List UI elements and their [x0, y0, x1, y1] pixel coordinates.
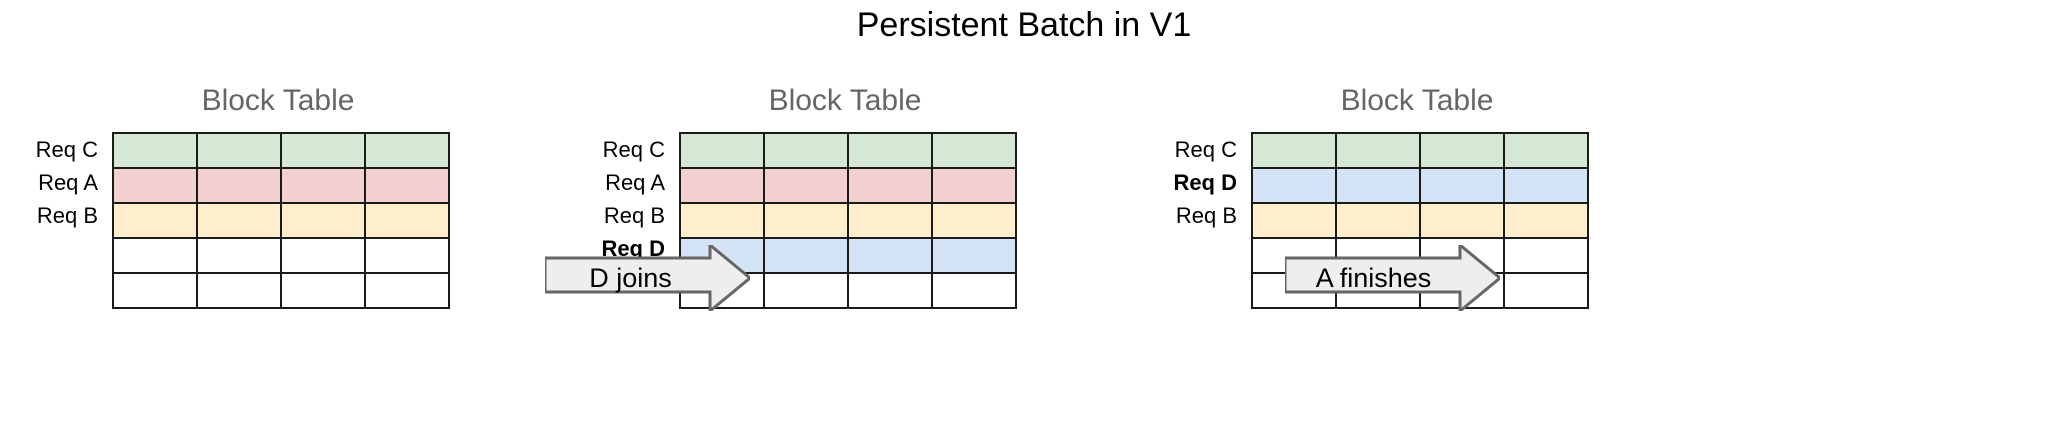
block-cell — [1251, 132, 1337, 169]
page-title: Persistent Batch in V1 — [856, 6, 1192, 44]
block-cell — [1335, 202, 1421, 239]
block-cell — [847, 202, 933, 239]
block-table-title: Block Table — [768, 84, 922, 117]
arrow-shape-icon — [545, 245, 750, 311]
block-cell — [679, 167, 765, 204]
block-cell — [196, 167, 282, 204]
row-label-req-c: Req C — [1174, 137, 1237, 162]
row-label-column: Req C Req A Req B — [16, 132, 112, 298]
block-cell — [1503, 272, 1589, 309]
row-label-req-c: Req C — [602, 137, 665, 162]
block-cell — [679, 132, 765, 169]
block-cell — [1419, 167, 1505, 204]
block-cell — [1503, 237, 1589, 274]
table-row — [1251, 132, 1589, 169]
row-label-req-a: Req A — [605, 170, 665, 195]
table-row — [679, 237, 1017, 274]
block-cell — [1335, 167, 1421, 204]
block-cell — [112, 167, 198, 204]
block-table-title: Block Table — [201, 84, 355, 117]
block-cell — [196, 272, 282, 309]
block-cell — [1419, 132, 1505, 169]
block-table-title: Block Table — [1340, 84, 1494, 117]
row-label-column: Req C Req D Req B — [1155, 132, 1251, 298]
block-cell — [280, 237, 366, 274]
table-row — [679, 272, 1017, 309]
table-row — [112, 202, 450, 239]
transition-arrow-2: A finishes — [1285, 245, 1500, 311]
table-row — [679, 132, 1017, 169]
block-cell — [280, 167, 366, 204]
table-row — [679, 202, 1017, 239]
block-cell — [763, 132, 849, 169]
block-cell — [931, 167, 1017, 204]
block-cell — [931, 132, 1017, 169]
block-cell — [847, 237, 933, 274]
row-label-req-b: Req B — [603, 203, 665, 228]
block-cell — [112, 202, 198, 239]
block-cell — [196, 237, 282, 274]
block-cell — [364, 167, 450, 204]
block-cell — [679, 202, 765, 239]
block-cell — [112, 272, 198, 309]
block-cell — [847, 132, 933, 169]
block-cell — [931, 272, 1017, 309]
block-table-grid — [679, 132, 1017, 309]
block-cell — [364, 237, 450, 274]
block-table-grid — [112, 132, 450, 309]
row-label-req-b: Req B — [36, 203, 98, 228]
block-cell — [1503, 132, 1589, 169]
block-cell — [364, 202, 450, 239]
block-cell — [112, 132, 198, 169]
table-row — [679, 167, 1017, 204]
row-label-empty — [16, 265, 112, 298]
block-cell — [112, 237, 198, 274]
table-row — [112, 237, 450, 274]
block-cell — [763, 167, 849, 204]
block-cell — [931, 237, 1017, 274]
block-cell — [1503, 202, 1589, 239]
arrow-shape-icon — [1285, 245, 1500, 311]
block-cell — [364, 132, 450, 169]
row-label-empty — [1155, 265, 1251, 298]
table-row — [1251, 167, 1589, 204]
row-label-req-c: Req C — [35, 137, 98, 162]
block-cell — [1335, 132, 1421, 169]
block-cell — [1251, 167, 1337, 204]
table-row — [112, 132, 450, 169]
block-cell — [280, 272, 366, 309]
row-label-empty — [16, 232, 112, 265]
row-label-empty — [1155, 232, 1251, 265]
block-cell — [196, 202, 282, 239]
block-cell — [931, 202, 1017, 239]
table-row — [112, 167, 450, 204]
table-row — [1251, 202, 1589, 239]
block-cell — [847, 167, 933, 204]
block-cell — [763, 272, 849, 309]
transition-arrow-1: D joins — [545, 245, 750, 311]
row-label-req-b: Req B — [1175, 203, 1237, 228]
block-cell — [1251, 202, 1337, 239]
block-cell — [280, 132, 366, 169]
block-cell — [196, 132, 282, 169]
row-label-req-a: Req A — [38, 170, 98, 195]
block-cell — [763, 237, 849, 274]
block-table-body: Req C Req A Req B — [16, 132, 450, 309]
row-label-req-d: Req D — [1173, 170, 1237, 195]
block-cell — [280, 202, 366, 239]
block-cell — [1419, 202, 1505, 239]
table-row — [112, 272, 450, 309]
block-cell — [763, 202, 849, 239]
block-cell — [847, 272, 933, 309]
block-cell — [364, 272, 450, 309]
block-cell — [1503, 167, 1589, 204]
